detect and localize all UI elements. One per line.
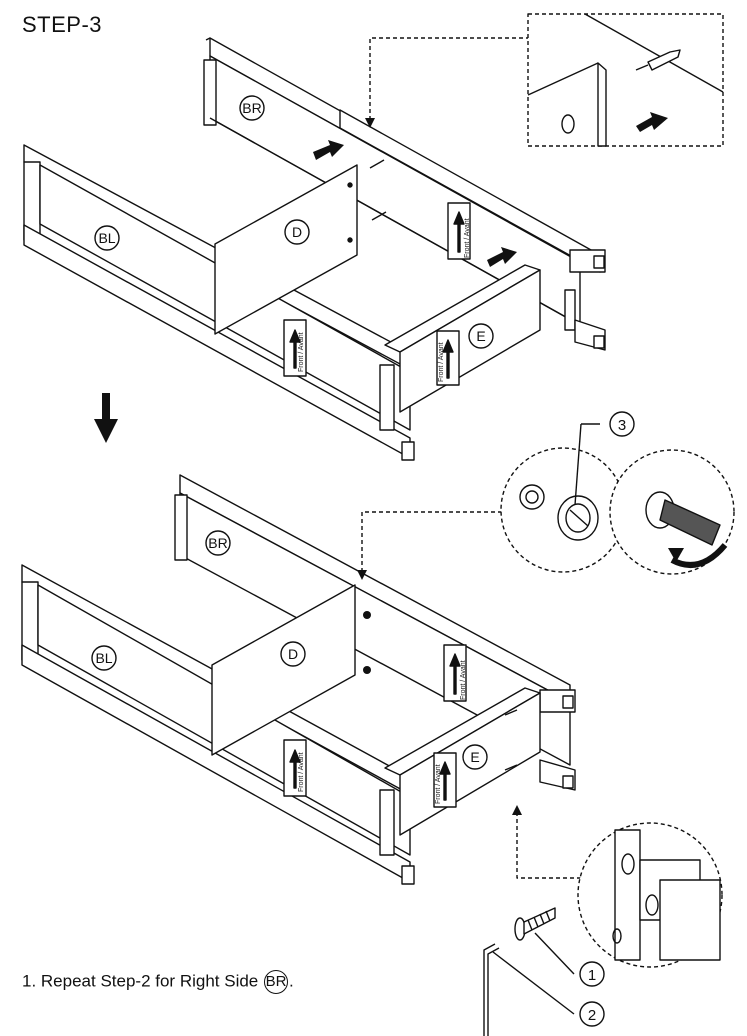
label-bl-bottom: BL bbox=[95, 650, 112, 666]
label-br-top: BR bbox=[242, 100, 261, 116]
label-bl-top: BL bbox=[98, 230, 115, 246]
bottom-assembly bbox=[21, 474, 590, 885]
step-title: STEP-3 bbox=[22, 12, 103, 37]
label-br-bottom: BR bbox=[208, 535, 227, 551]
detail-screw bbox=[577, 822, 723, 968]
front-tags: Front / Avant Front / Avant Front / Avan… bbox=[298, 218, 471, 804]
down-arrow bbox=[94, 393, 118, 443]
callout-3: 3 bbox=[618, 417, 626, 434]
top-assembly bbox=[23, 37, 606, 461]
detail-cam-lock bbox=[500, 447, 735, 575]
label-e-top: E bbox=[476, 328, 485, 344]
panel-e-bottom bbox=[384, 644, 541, 836]
panel-d-bottom bbox=[211, 584, 371, 756]
instruction-prefix: 1. Repeat Step-2 for Right Side bbox=[22, 971, 263, 991]
label-d-top: D bbox=[292, 224, 302, 240]
detail-inset-dowel bbox=[527, 13, 724, 147]
front-tag-5: Front / Avant bbox=[460, 660, 467, 700]
instruction-text: 1. Repeat Step-2 for Right Side BR. bbox=[22, 970, 294, 994]
label-d-bottom: D bbox=[288, 646, 298, 662]
callouts: 3 1 2 bbox=[492, 411, 635, 1027]
front-tag-2: Front / Avant bbox=[464, 218, 471, 258]
callout-1: 1 bbox=[588, 967, 596, 984]
front-tag-3: Front / Avant bbox=[438, 342, 445, 382]
instruction-part-badge: BR bbox=[263, 970, 288, 994]
label-e-bottom: E bbox=[470, 749, 479, 765]
part-labels: BR BL D E BR BL D E bbox=[95, 100, 485, 765]
instruction-suffix: . bbox=[288, 971, 294, 991]
front-tag-6: Front / Avant bbox=[435, 764, 442, 804]
front-tag-4: Front / Avant bbox=[298, 752, 305, 792]
panel-e-top bbox=[384, 202, 541, 413]
front-tag-1: Front / Avant bbox=[298, 332, 305, 372]
panel-br-bottom bbox=[174, 474, 576, 791]
panel-d-top bbox=[214, 164, 358, 335]
screw-and-key bbox=[483, 907, 556, 1036]
callout-2: 2 bbox=[588, 1007, 596, 1024]
rail-br-top bbox=[339, 109, 606, 351]
